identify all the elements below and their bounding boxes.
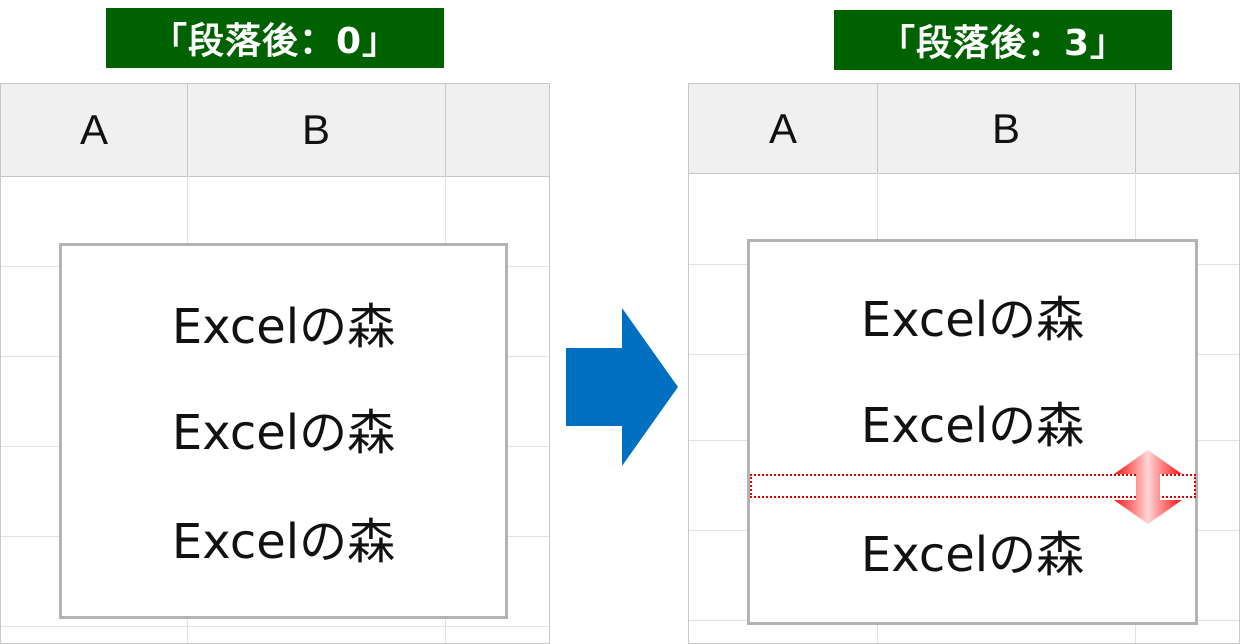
column-header-a[interactable]: A [689, 84, 878, 173]
arrow-right-icon [566, 308, 678, 466]
sheet-after: A B Excelの森 Excelの森 Excelの森 [688, 83, 1240, 644]
column-header-row: A B [1, 84, 549, 177]
gridline [1, 626, 549, 627]
column-header-a[interactable]: A [1, 84, 188, 176]
text-line: Excelの森 [171, 405, 396, 461]
text-line: Excelの森 [171, 299, 396, 355]
sheet-before: A B Excelの森 Excelの森 Excelの森 [0, 83, 550, 644]
label-paragraph-after-3: 「段落後：3」 [834, 10, 1172, 70]
text-line: Excelの森 [860, 398, 1085, 454]
text-line: Excelの森 [171, 514, 396, 570]
column-header-c[interactable] [1135, 84, 1239, 173]
column-header-b[interactable]: B [877, 84, 1136, 173]
paragraph-spacing-highlight [750, 474, 1196, 498]
column-header-row: A B [689, 84, 1239, 174]
text-box-before[interactable]: Excelの森 Excelの森 Excelの森 [59, 243, 508, 619]
text-line: Excelの森 [860, 527, 1085, 583]
double-arrow-vertical-icon [1114, 450, 1182, 524]
column-header-c[interactable] [445, 84, 549, 176]
text-line: Excelの森 [860, 292, 1085, 348]
label-paragraph-after-0: 「段落後：0」 [106, 8, 444, 68]
text-box-after[interactable]: Excelの森 Excelの森 Excelの森 [747, 239, 1198, 625]
column-header-b[interactable]: B [187, 84, 446, 176]
